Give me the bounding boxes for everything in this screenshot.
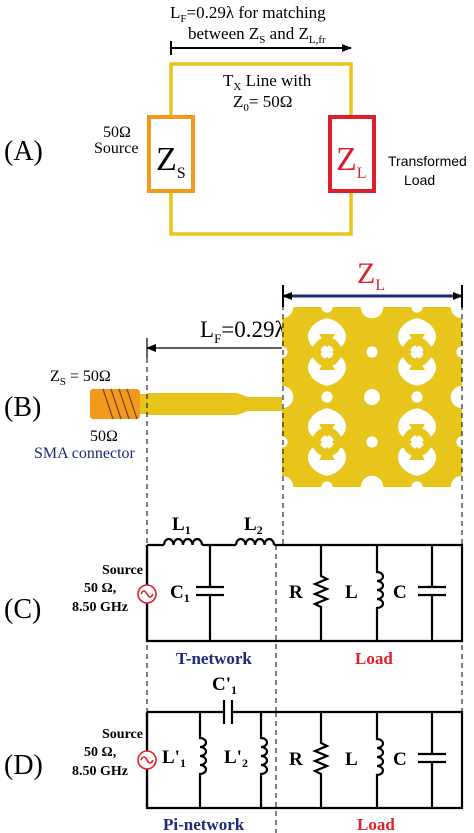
inductor-l2-icon bbox=[234, 537, 276, 546]
sma-thread-lines bbox=[102, 388, 138, 420]
pi-network-label: Pi-network bbox=[163, 815, 245, 833]
sma-ohm-label: 50Ω bbox=[90, 428, 118, 445]
sma-pin bbox=[140, 394, 148, 414]
source-ohm-label: 50Ω bbox=[103, 124, 131, 141]
inductor-l2-prime-icon bbox=[259, 712, 269, 808]
load-capacitor-c-icon bbox=[418, 545, 446, 641]
source-d-l1: Source bbox=[102, 727, 143, 742]
load-resistor-d-icon bbox=[312, 712, 330, 808]
ac-source-c-wave-icon bbox=[140, 590, 154, 598]
c1-label: C1 bbox=[170, 582, 190, 605]
load-label-2: Load bbox=[404, 172, 435, 188]
inductor-l1-icon bbox=[162, 537, 204, 546]
load-c-c-label: C bbox=[393, 582, 407, 603]
zs-box bbox=[147, 115, 195, 193]
source-d-l3: 8.50 GHz bbox=[72, 764, 128, 779]
pi-network-wiring bbox=[145, 710, 464, 810]
l1-label: L1 bbox=[172, 514, 191, 537]
source-label: Source bbox=[94, 140, 138, 157]
t-network-label: T-network bbox=[176, 649, 252, 668]
sma-connector bbox=[90, 389, 140, 419]
source-c-l2: 50 Ω, bbox=[84, 581, 116, 596]
inductor-l1-prime-icon bbox=[198, 712, 208, 808]
between-annotation: between ZS and ZL,fr bbox=[188, 24, 326, 46]
ac-source-d-wave-icon bbox=[140, 756, 154, 764]
load-inductor-d-icon bbox=[375, 712, 385, 808]
lf-dimension-label: LF=0.29λ bbox=[200, 317, 287, 346]
tx-line-label: TX Line with bbox=[223, 71, 312, 93]
panel-b-label: (B) bbox=[4, 392, 41, 423]
panel-b: (B) ZL LF=0.29λ ZS = 50Ω 50Ω SMA connect… bbox=[4, 257, 463, 545]
feed-line-wide bbox=[147, 393, 237, 415]
source-d-l2: 50 Ω, bbox=[84, 745, 116, 760]
load-c-d-label: C bbox=[393, 749, 407, 770]
zl-dimension-label: ZL bbox=[357, 257, 385, 294]
t-network-wiring bbox=[145, 543, 464, 643]
source-c-l3: 8.50 GHz bbox=[72, 600, 128, 615]
panel-a: (A) LF=0.29λ for matching between ZS and… bbox=[4, 3, 467, 236]
source-c-l1: Source bbox=[102, 563, 143, 578]
load-inductor-c-icon bbox=[375, 545, 385, 641]
zs-box-label: ZS bbox=[156, 141, 186, 182]
panel-d-label: (D) bbox=[4, 750, 43, 781]
panel-d: (D) Source 50 Ω, 8.50 GHz C'1 L'1 L'2 R … bbox=[4, 674, 464, 833]
load-r-c-label: R bbox=[289, 582, 303, 603]
l2-prime-label: L'2 bbox=[224, 747, 248, 770]
fractal-radiator-patch bbox=[282, 307, 462, 487]
l1-prime-label: L'1 bbox=[162, 747, 186, 770]
zl-box bbox=[328, 115, 376, 193]
load-c-label: Load bbox=[355, 649, 393, 668]
load-resistor-c-icon bbox=[312, 545, 330, 641]
capacitor-c1-icon bbox=[196, 545, 224, 641]
z0-label: Z0= 50Ω bbox=[233, 92, 292, 114]
l2-label: L2 bbox=[244, 514, 263, 537]
c1-prime-label: C'1 bbox=[212, 674, 237, 697]
capacitor-c1-prime-icon bbox=[222, 700, 234, 724]
zs-50-label: ZS = 50Ω bbox=[50, 368, 111, 388]
panel-a-label: (A) bbox=[4, 136, 43, 167]
zl-box-label: ZL bbox=[336, 141, 367, 182]
load-d-label: Load bbox=[357, 815, 395, 833]
load-r-d-label: R bbox=[289, 749, 303, 770]
load-l-d-label: L bbox=[345, 749, 358, 770]
load-label-1: Transformed bbox=[388, 153, 467, 169]
lf-annotation: LF=0.29λ for matching bbox=[170, 3, 326, 25]
panel-c: (C) Source 50 Ω, 8.50 GHz L1 L2 C1 R L C… bbox=[4, 514, 464, 712]
sma-connector-label: SMA connector bbox=[34, 445, 136, 462]
load-l-c-label: L bbox=[345, 582, 358, 603]
panel-c-label: (C) bbox=[4, 594, 41, 625]
load-capacitor-d-icon bbox=[418, 712, 446, 808]
